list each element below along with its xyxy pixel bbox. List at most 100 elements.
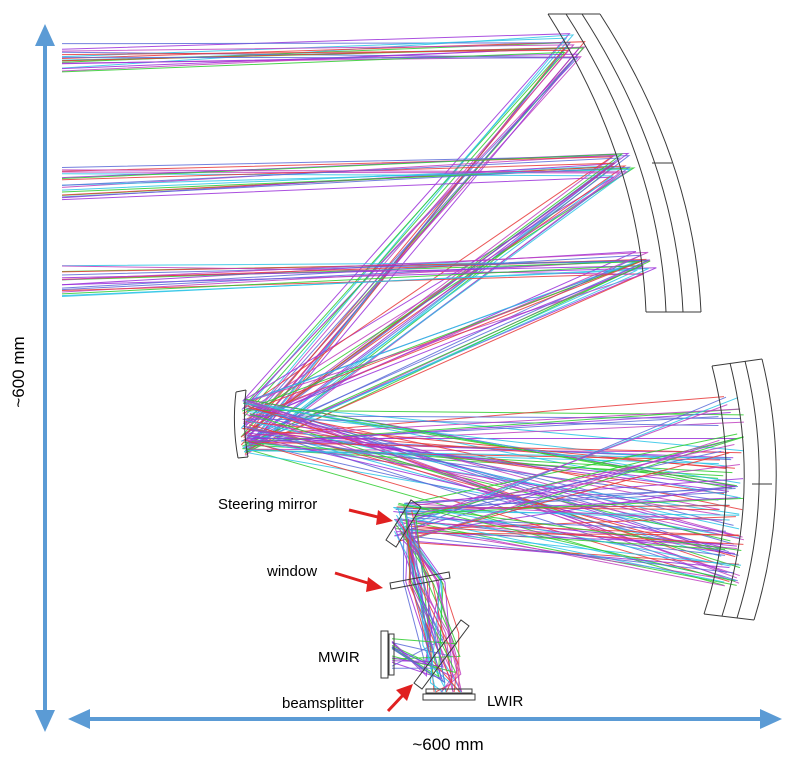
ray-incoming <box>61 154 617 435</box>
ray-to-tertiary <box>245 449 731 459</box>
ray-to-tertiary <box>243 408 741 444</box>
label-lwir: LWIR <box>487 693 524 710</box>
ray-to-mwir <box>391 531 458 645</box>
ray-incoming <box>61 47 566 455</box>
secondary-mirror <box>233 389 249 459</box>
ray-to-steering <box>414 516 736 530</box>
ray-to-steering <box>398 502 736 582</box>
ray-incoming <box>61 56 576 430</box>
ray-incoming <box>61 34 575 408</box>
vertical-arrow-head-top <box>35 24 55 46</box>
ray-incoming <box>61 176 615 401</box>
vertical-dimension-arrow <box>35 24 55 732</box>
ray-incoming <box>61 251 649 423</box>
ray-incoming <box>61 265 642 447</box>
ray-incoming <box>61 169 629 412</box>
ray-to-steering <box>407 541 739 565</box>
ray-to-steering <box>392 404 728 529</box>
ray-incoming <box>61 259 644 402</box>
ray-to-lwir <box>407 521 463 693</box>
ray-incoming <box>61 49 570 439</box>
ray-to-tertiary <box>249 429 729 492</box>
horizontal-arrow-head-right <box>760 709 782 729</box>
ray-to-steering <box>412 504 730 510</box>
ray-incoming <box>61 268 649 448</box>
ray-incoming <box>61 41 572 405</box>
ray-bundles <box>61 33 745 693</box>
ray-incoming <box>61 167 636 417</box>
ray-to-tertiary <box>249 449 719 465</box>
ray-to-tertiary <box>249 412 731 444</box>
ray-to-steering <box>412 450 722 520</box>
ray-to-tertiary <box>244 434 719 501</box>
ray-to-steering <box>397 504 742 552</box>
ray-to-mwir <box>391 524 433 669</box>
tertiary-mirror <box>703 358 777 621</box>
ray-to-mwir <box>391 534 444 668</box>
ray-to-steering <box>400 532 739 536</box>
ray-to-steering <box>401 497 744 515</box>
ray-incoming <box>61 168 632 453</box>
ray-to-steering <box>405 525 744 545</box>
label-steering-mirror: Steering mirror <box>218 496 317 513</box>
ray-to-steering <box>405 433 738 505</box>
ray-incoming <box>61 171 621 456</box>
ray-incoming <box>61 33 571 402</box>
ray-incoming <box>61 162 616 438</box>
ray-to-steering <box>405 478 744 504</box>
ray-to-steering <box>395 528 726 551</box>
ray-to-lwir <box>394 518 444 693</box>
ray-to-mwir <box>391 532 426 664</box>
ray-to-tertiary <box>247 408 741 437</box>
mwir-detector <box>380 630 395 679</box>
ray-incoming <box>61 156 614 409</box>
horizontal-dimension-label: ~600 mm <box>412 735 483 754</box>
ray-incoming <box>61 165 627 435</box>
label-window: window <box>266 563 317 580</box>
ray-to-steering <box>406 516 725 583</box>
ray-to-lwir <box>395 518 459 693</box>
ray-incoming <box>61 259 649 442</box>
ray-to-steering <box>404 487 736 504</box>
lwir-detector <box>422 688 476 701</box>
pointer-window <box>334 571 383 592</box>
ray-to-tertiary <box>248 434 727 549</box>
pointer-arrows <box>334 508 413 713</box>
vertical-dimension-label: ~600 mm <box>9 336 28 407</box>
ray-to-mwir <box>391 521 446 684</box>
ray-to-tertiary <box>248 415 741 419</box>
ray-to-lwir <box>407 537 461 693</box>
ray-incoming <box>61 51 566 417</box>
ray-incoming <box>61 37 568 429</box>
ray-incoming <box>61 259 651 449</box>
ray-to-tertiary <box>243 425 745 541</box>
window-element <box>389 571 451 590</box>
ray-to-tertiary <box>243 399 729 553</box>
ray-incoming <box>61 258 647 420</box>
ray-to-tertiary <box>248 441 742 454</box>
horizontal-arrow-head-left <box>68 709 90 729</box>
ray-to-steering <box>406 510 740 516</box>
ray-to-lwir <box>397 519 462 693</box>
ray-to-lwir <box>402 526 458 693</box>
ray-to-steering <box>417 443 735 515</box>
ray-incoming <box>61 53 580 452</box>
pointer-steering-mirror <box>348 508 393 525</box>
ray-to-tertiary <box>244 418 719 427</box>
vertical-arrow-head-bottom <box>35 710 55 732</box>
ray-to-tertiary <box>243 402 741 484</box>
ray-incoming <box>61 42 571 449</box>
ray-to-steering <box>409 503 723 521</box>
ray-to-tertiary <box>245 420 740 530</box>
ray-incoming <box>61 155 631 444</box>
beamsplitter-element <box>413 619 470 690</box>
steering-mirror <box>385 499 422 548</box>
ray-incoming <box>61 157 621 436</box>
label-beamsplitter: beamsplitter <box>282 695 364 712</box>
ray-to-tertiary <box>246 432 736 487</box>
ray-to-steering <box>402 529 742 566</box>
label-mwir: MWIR <box>318 649 360 666</box>
ray-incoming <box>61 47 567 453</box>
ray-incoming <box>61 265 644 425</box>
